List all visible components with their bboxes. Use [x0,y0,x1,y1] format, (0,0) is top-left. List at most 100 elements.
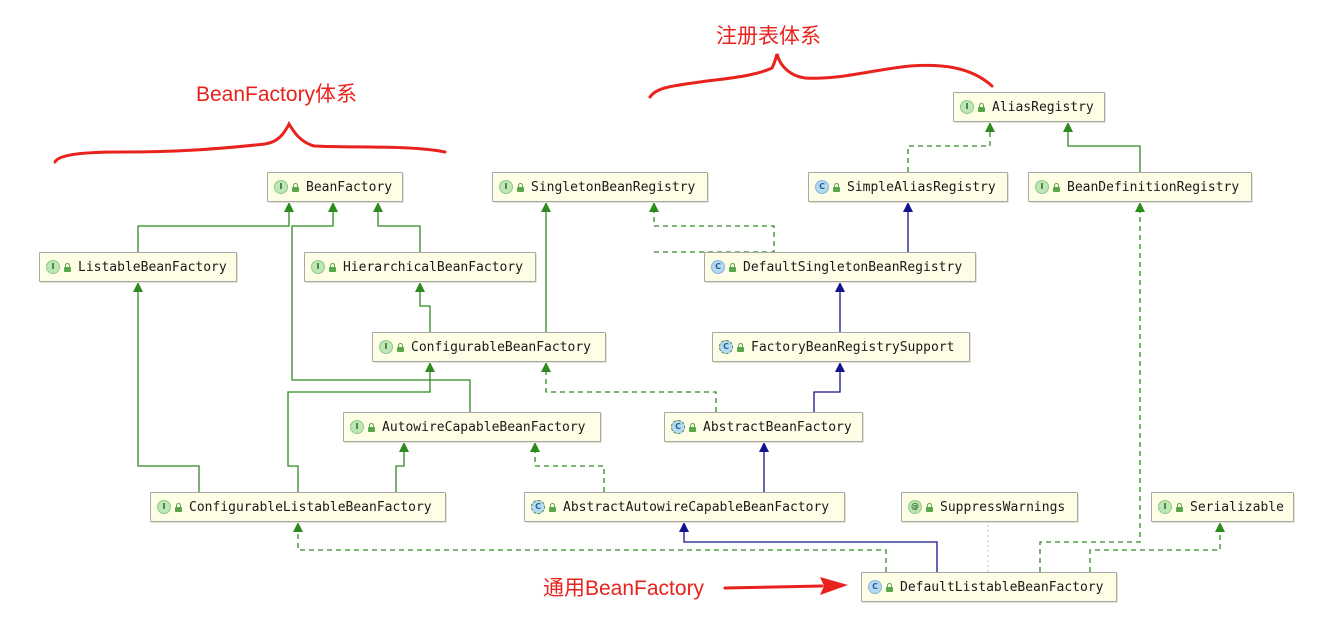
edge-extends-listablebeanfactory-to-beanfactory [137,202,294,252]
edge-line [137,282,200,492]
arrowhead [759,442,769,452]
edge-implements-defaultsingletonbeanregistry-to-singletonbeanregistry [649,202,775,253]
public-lock-icon [885,582,894,592]
edge-implements-defaultlistablebeanfactory-to-configurablelistablebeanfactory [293,522,887,572]
node-defaultlistablebeanfactory[interactable]: C DefaultListableBeanFactory [861,572,1117,602]
arrowhead [293,522,303,532]
arrowhead [284,202,294,212]
interface-icon: I [1035,180,1049,194]
public-lock-icon [328,262,337,272]
interface-icon: I [1158,500,1172,514]
node-beanfactory[interactable]: I BeanFactory [267,172,403,202]
edge-class-extends-defaultsingletonbeanregistry-to-simplealiasregistry [903,202,913,252]
node-suppresswarnings[interactable]: @ SuppressWarnings [901,492,1078,522]
class-icon: C [868,580,882,594]
annotation-icon: @ [908,500,922,514]
arrowhead [835,282,845,292]
public-lock-icon [736,342,745,352]
edge-implements-defaultlistablebeanfactory-to-beandefinitionregistry [1039,202,1145,572]
node-listablebeanfactory[interactable]: I ListableBeanFactory [39,252,237,282]
node-label: AutowireCapableBeanFactory [382,419,586,435]
edge-implements-defaultlistablebeanfactory-to-serializable [1089,522,1225,572]
arrowhead [328,202,338,212]
public-lock-icon [1175,502,1184,512]
node-label: AbstractAutowireCapableBeanFactory [563,499,830,515]
public-lock-icon [548,502,557,512]
arrowhead [835,362,845,372]
node-hierarchicalbeanfactory[interactable]: I HierarchicalBeanFactory [304,252,536,282]
arrowhead [541,202,551,212]
edge-line [1039,202,1141,572]
node-abstractbeanfactory[interactable]: C AbstractBeanFactory [664,412,863,442]
public-lock-icon [728,262,737,272]
node-label: HierarchicalBeanFactory [343,259,524,275]
edge-implements-simplealiasregistry-to-aliasregistry [907,122,995,172]
node-autowirecapablebeanfactory[interactable]: I AutowireCapableBeanFactory [343,412,601,442]
class-icon: C [815,180,829,194]
interface-icon: I [499,180,513,194]
node-simplealiasregistry[interactable]: C SimpleAliasRegistry [808,172,1008,202]
arrowhead [985,122,995,132]
arrowhead [373,202,383,212]
edge-implements-abstractbeanfactory-to-configurablebeanfactory [541,362,717,412]
node-label: FactoryBeanRegistrySupport [751,339,955,355]
edge-line [377,202,421,252]
public-lock-icon [174,502,183,512]
public-lock-icon [832,182,841,192]
edge-extends-configurablelistablebeanfactory-to-configurablebeanfactory [287,362,435,492]
arrowhead [1135,202,1145,212]
node-label: SimpleAliasRegistry [847,179,996,195]
edge-line [395,442,405,492]
arrowhead [415,282,425,292]
arrowhead [679,522,689,532]
edge-extends-hierarchicalbeanfactory-to-beanfactory [373,202,421,252]
node-aliasregistry[interactable]: I AliasRegistry [953,92,1105,122]
public-lock-icon [516,182,525,192]
node-label: SuppressWarnings [940,499,1066,515]
interface-icon: I [960,100,974,114]
arrowhead [530,442,540,452]
edge-line [813,362,841,412]
edge-line [419,282,431,332]
edge-line [291,202,471,412]
abstract-class-icon: C [531,500,545,514]
node-label: Serializable [1190,499,1284,515]
general-beanfactory-label: 通用BeanFactory [543,577,705,600]
public-lock-icon [688,422,697,432]
edge-group [133,122,1225,572]
annotation-marks [53,53,994,595]
edge-line [653,202,775,253]
edge-line [287,362,431,492]
edge-class-extends-defaultlistablebeanfactory-to-abstractautowirecapablebeanfactory [679,522,938,572]
edge-line [1089,522,1221,572]
node-singletonbeanregistry[interactable]: I SingletonBeanRegistry [492,172,708,202]
arrowhead [1063,122,1073,132]
public-lock-icon [63,262,72,272]
node-abstractautowirecapablebeanfactory[interactable]: C AbstractAutowireCapableBeanFactory [524,492,845,522]
node-serializable[interactable]: I Serializable [1151,492,1294,522]
node-beandefinitionregistry[interactable]: I BeanDefinitionRegistry [1028,172,1252,202]
edge-extends-configurablelistablebeanfactory-to-autowirecapablebeanfactory [395,442,409,492]
node-label: ConfigurableBeanFactory [411,339,592,355]
abstract-class-icon: C [671,420,685,434]
node-label: BeanDefinitionRegistry [1067,179,1240,195]
edge-line [534,442,605,492]
edge-class-extends-abstractautowirecapablebeanfactory-to-abstractbeanfactory [759,442,769,492]
brace-beanfactory [53,120,447,164]
edge-implements-abstractautowirecapablebeanfactory-to-autowirecapablebeanfactory [530,442,605,492]
public-lock-icon [925,502,934,512]
node-factorybeanregistrysupport[interactable]: C FactoryBeanRegistrySupport [712,332,970,362]
public-lock-icon [291,182,300,192]
node-defaultsingletonbeanregistry[interactable]: C DefaultSingletonBeanRegistry [704,252,976,282]
edge-line [545,362,717,412]
interface-icon: I [157,500,171,514]
node-configurablelistablebeanfactory[interactable]: I ConfigurableListableBeanFactory [150,492,446,522]
node-label: ConfigurableListableBeanFactory [189,499,432,515]
arrowhead [541,362,551,372]
edge-extends-beandefinitionregistry-to-aliasregistry [1063,122,1141,172]
node-configurablebeanfactory[interactable]: I ConfigurableBeanFactory [372,332,606,362]
interface-icon: I [274,180,288,194]
node-label: BeanFactory [306,179,393,195]
edge-extends-autowirecapablebeanfactory-to-beanfactory [291,202,471,412]
